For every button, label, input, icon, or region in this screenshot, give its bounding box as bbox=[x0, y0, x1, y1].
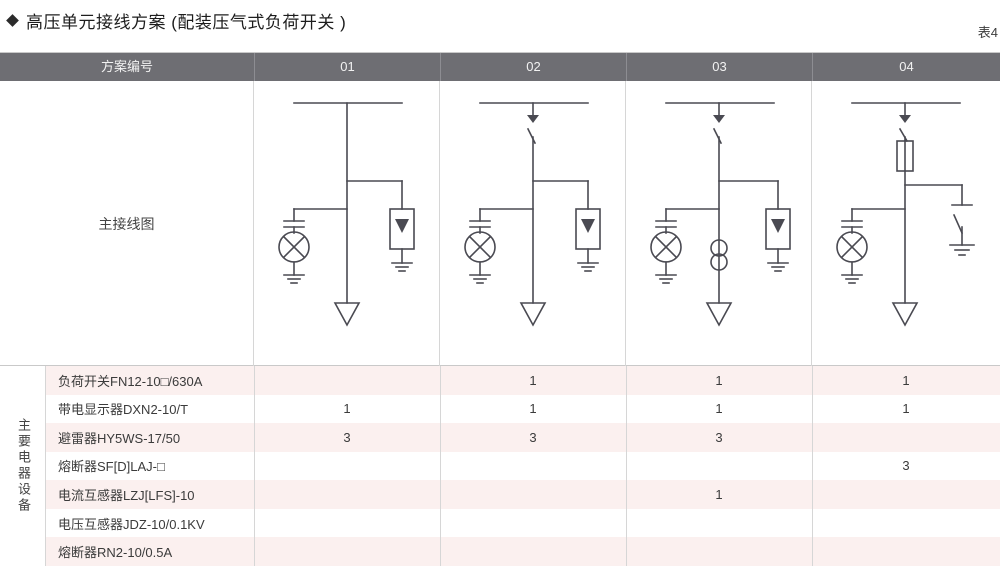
table-header-row: 方案编号 01 02 03 04 bbox=[0, 53, 1000, 81]
load-break-switch-blade bbox=[898, 127, 909, 143]
column-header-03: 03 bbox=[626, 53, 812, 81]
equipment-name: 熔断器RN2-10/0.5A bbox=[58, 545, 173, 561]
equipment-group-label: 主要电器设备 bbox=[0, 366, 46, 566]
diagram-cell-03 bbox=[626, 81, 812, 366]
table-row: 熔断器SF[D]LAJ-□ 3 bbox=[46, 451, 1000, 481]
equipment-qty-01 bbox=[254, 537, 440, 566]
earthing-switch-blade bbox=[952, 213, 964, 235]
load-break-switch-blade bbox=[526, 127, 537, 145]
schematic-03 bbox=[650, 102, 791, 327]
equipment-qty-01 bbox=[254, 452, 440, 481]
arrester-triangle bbox=[771, 219, 785, 233]
cable-outgoing-arrow bbox=[705, 302, 733, 327]
equipment-qty-03: 1 bbox=[715, 401, 723, 417]
equipment-name: 电压互感器JDZ-10/0.1KV bbox=[58, 516, 205, 532]
current-transformer-coil-lower bbox=[710, 253, 728, 271]
diagram-cell-04 bbox=[812, 81, 1000, 366]
load-break-switch-blade bbox=[712, 127, 723, 145]
equipment-qty-04: 1 bbox=[902, 372, 910, 388]
current-transformer-coil-upper bbox=[710, 239, 728, 257]
column-header-02: 02 bbox=[440, 53, 626, 81]
page-title: 高压单元接线方案 (配装压气式负荷开关 ) bbox=[26, 13, 347, 32]
equipment-group-label-text: 主要电器设备 bbox=[15, 418, 31, 514]
cable-outgoing-arrow bbox=[891, 302, 919, 327]
equipment-qty-02: 1 bbox=[529, 372, 537, 388]
column-header-04: 04 bbox=[812, 53, 1000, 81]
equipment-name: 避雷器HY5WS-17/50 bbox=[58, 430, 181, 446]
switch-contact-triangle bbox=[713, 115, 725, 123]
switch-contact-triangle bbox=[527, 115, 539, 123]
table-row: 负荷开关FN12-10□/630A 1 1 1 bbox=[46, 366, 1000, 395]
equipment-name: 带电显示器DXN2-10/T bbox=[58, 402, 189, 418]
table-row: 熔断器RN2-10/0.5A bbox=[46, 537, 1000, 566]
diamond-bullet-icon bbox=[6, 14, 19, 27]
equipment-qty-02 bbox=[440, 537, 626, 566]
equipment-qty-02 bbox=[440, 452, 626, 481]
table-row: 带电显示器DXN2-10/T 1 1 1 1 bbox=[46, 394, 1000, 424]
arrester-triangle bbox=[395, 219, 409, 233]
grid-divider-3 bbox=[626, 366, 627, 566]
equipment-qty-04 bbox=[812, 423, 1000, 452]
equipment-qty-02: 1 bbox=[529, 401, 537, 417]
diagram-row-label: 主接线图 bbox=[0, 81, 254, 366]
diagram-row: 主接线图 bbox=[0, 81, 1000, 366]
equipment-qty-04 bbox=[812, 480, 1000, 509]
equipment-qty-03: 1 bbox=[715, 487, 723, 503]
schematic-02 bbox=[464, 102, 601, 327]
equipment-qty-02 bbox=[440, 480, 626, 509]
equipment-qty-04 bbox=[812, 509, 1000, 538]
column-header-scheme-number: 方案编号 bbox=[100, 59, 153, 74]
equipment-qty-03 bbox=[626, 509, 812, 538]
equipment-qty-03 bbox=[626, 537, 812, 566]
page-header: 高压单元接线方案 (配装压气式负荷开关 ) 表4 bbox=[0, 0, 1000, 52]
equipment-qty-01 bbox=[254, 509, 440, 538]
diagram-cell-02 bbox=[440, 81, 626, 366]
equipment-qty-03: 1 bbox=[715, 372, 723, 388]
column-header-01: 01 bbox=[254, 53, 440, 81]
grid-divider-1 bbox=[254, 366, 255, 566]
grid-divider-4 bbox=[812, 366, 813, 566]
equipment-qty-04 bbox=[812, 537, 1000, 566]
scheme-table: 方案编号 01 02 03 04 主接线图 bbox=[0, 52, 1000, 566]
equipment-qty-03: 3 bbox=[715, 429, 723, 445]
equipment-qty-01: 3 bbox=[343, 429, 351, 445]
cable-outgoing-arrow bbox=[519, 302, 547, 327]
grid-divider-2 bbox=[440, 366, 441, 566]
switch-contact-triangle bbox=[899, 115, 911, 123]
equipment-qty-03 bbox=[626, 452, 812, 481]
equipment-name: 负荷开关FN12-10□/630A bbox=[58, 373, 203, 389]
table-row: 电流互感器LZJ[LFS]-10 1 bbox=[46, 480, 1000, 509]
equipment-qty-01 bbox=[254, 366, 440, 395]
schematic-04 bbox=[836, 102, 975, 327]
table-number-label: 表4 bbox=[977, 25, 998, 40]
arrester-triangle bbox=[581, 219, 595, 233]
equipment-section: 主要电器设备 负荷开关FN12-10□/630A 1 1 1 带电显示器DXN2… bbox=[0, 366, 1000, 566]
equipment-qty-02: 3 bbox=[529, 429, 537, 445]
schematic-01 bbox=[278, 102, 415, 327]
equipment-name: 电流互感器LZJ[LFS]-10 bbox=[58, 488, 195, 504]
equipment-qty-04: 1 bbox=[902, 401, 910, 417]
table-row: 避雷器HY5WS-17/50 3 3 3 bbox=[46, 423, 1000, 452]
equipment-qty-01 bbox=[254, 480, 440, 509]
equipment-qty-01: 1 bbox=[343, 401, 351, 417]
table-row: 电压互感器JDZ-10/0.1KV bbox=[46, 508, 1000, 538]
cable-outgoing-arrow bbox=[333, 302, 361, 327]
equipment-qty-02 bbox=[440, 509, 626, 538]
equipment-qty-04: 3 bbox=[902, 458, 910, 474]
diagram-cell-01 bbox=[254, 81, 440, 366]
equipment-name: 熔断器SF[D]LAJ-□ bbox=[58, 459, 165, 475]
